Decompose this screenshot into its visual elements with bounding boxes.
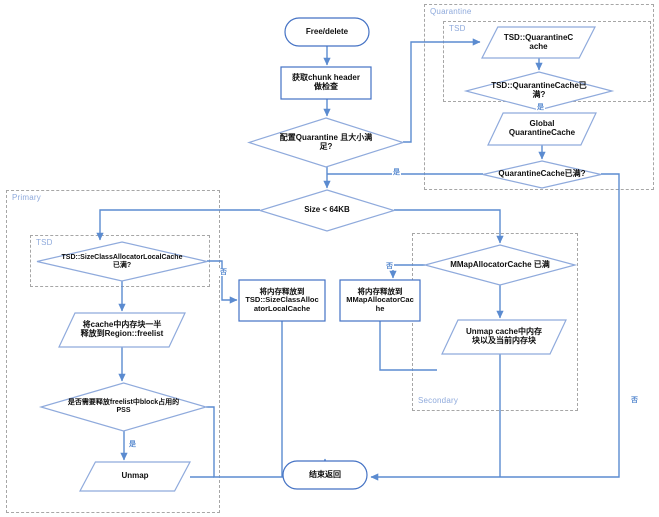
group-box-quarantine xyxy=(424,4,654,190)
node-release_half xyxy=(58,312,186,348)
group-title-quarantine_tsd: TSD xyxy=(449,24,466,33)
node-end xyxy=(282,460,368,490)
node-tsd_qcache xyxy=(481,26,596,59)
node-dec_quarantine xyxy=(247,117,405,168)
node-get_header xyxy=(280,66,372,100)
edge-sizeclass-no-to-freebox xyxy=(207,260,238,304)
group-title-primary: Primary xyxy=(12,193,41,202)
node-dec_sizeclass_full xyxy=(36,241,208,282)
group-title-quarantine: Quarantine xyxy=(430,7,472,16)
edge-label-lbl_size_no: 否 xyxy=(385,263,394,270)
node-unmap_cache xyxy=(441,319,567,355)
group-title-secondary: Secondary xyxy=(418,396,459,405)
node-dec_pss xyxy=(38,382,209,432)
node-unmap xyxy=(79,461,191,492)
node-dec_mmapcache_full xyxy=(422,244,578,286)
edge-label-lbl_pss_yes: 是 xyxy=(128,441,137,448)
edge-decqcache-right-to-end xyxy=(370,173,620,481)
group-box-secondary xyxy=(412,233,578,411)
node-dec_qcache_full xyxy=(482,160,602,189)
edge-label-lbl_sizeclass_no: 否 xyxy=(219,269,228,276)
edge-freemmap-down xyxy=(379,321,437,371)
group-title-primary_tsd: TSD xyxy=(36,238,53,247)
node-start xyxy=(284,17,370,47)
edge-label-lbl_quarantine_yes: 是 xyxy=(392,169,401,176)
edge-size-to-sizeclass xyxy=(96,209,260,241)
node-free_to_sizeclass xyxy=(238,279,326,322)
edge-label-lbl_right_no: 否 xyxy=(630,397,639,404)
edge-pss-no-rail xyxy=(206,406,281,478)
edge-quarantine-to-tsdqcache xyxy=(403,38,481,143)
group-box-primary xyxy=(6,190,220,513)
node-dec_size xyxy=(257,189,397,232)
edge-size-to-mmapdec xyxy=(394,209,504,244)
node-global_qcache xyxy=(487,112,597,146)
node-free_to_mmapcache xyxy=(339,279,421,322)
edge-label-lbl_tsdq_yes: 是 xyxy=(536,104,545,111)
